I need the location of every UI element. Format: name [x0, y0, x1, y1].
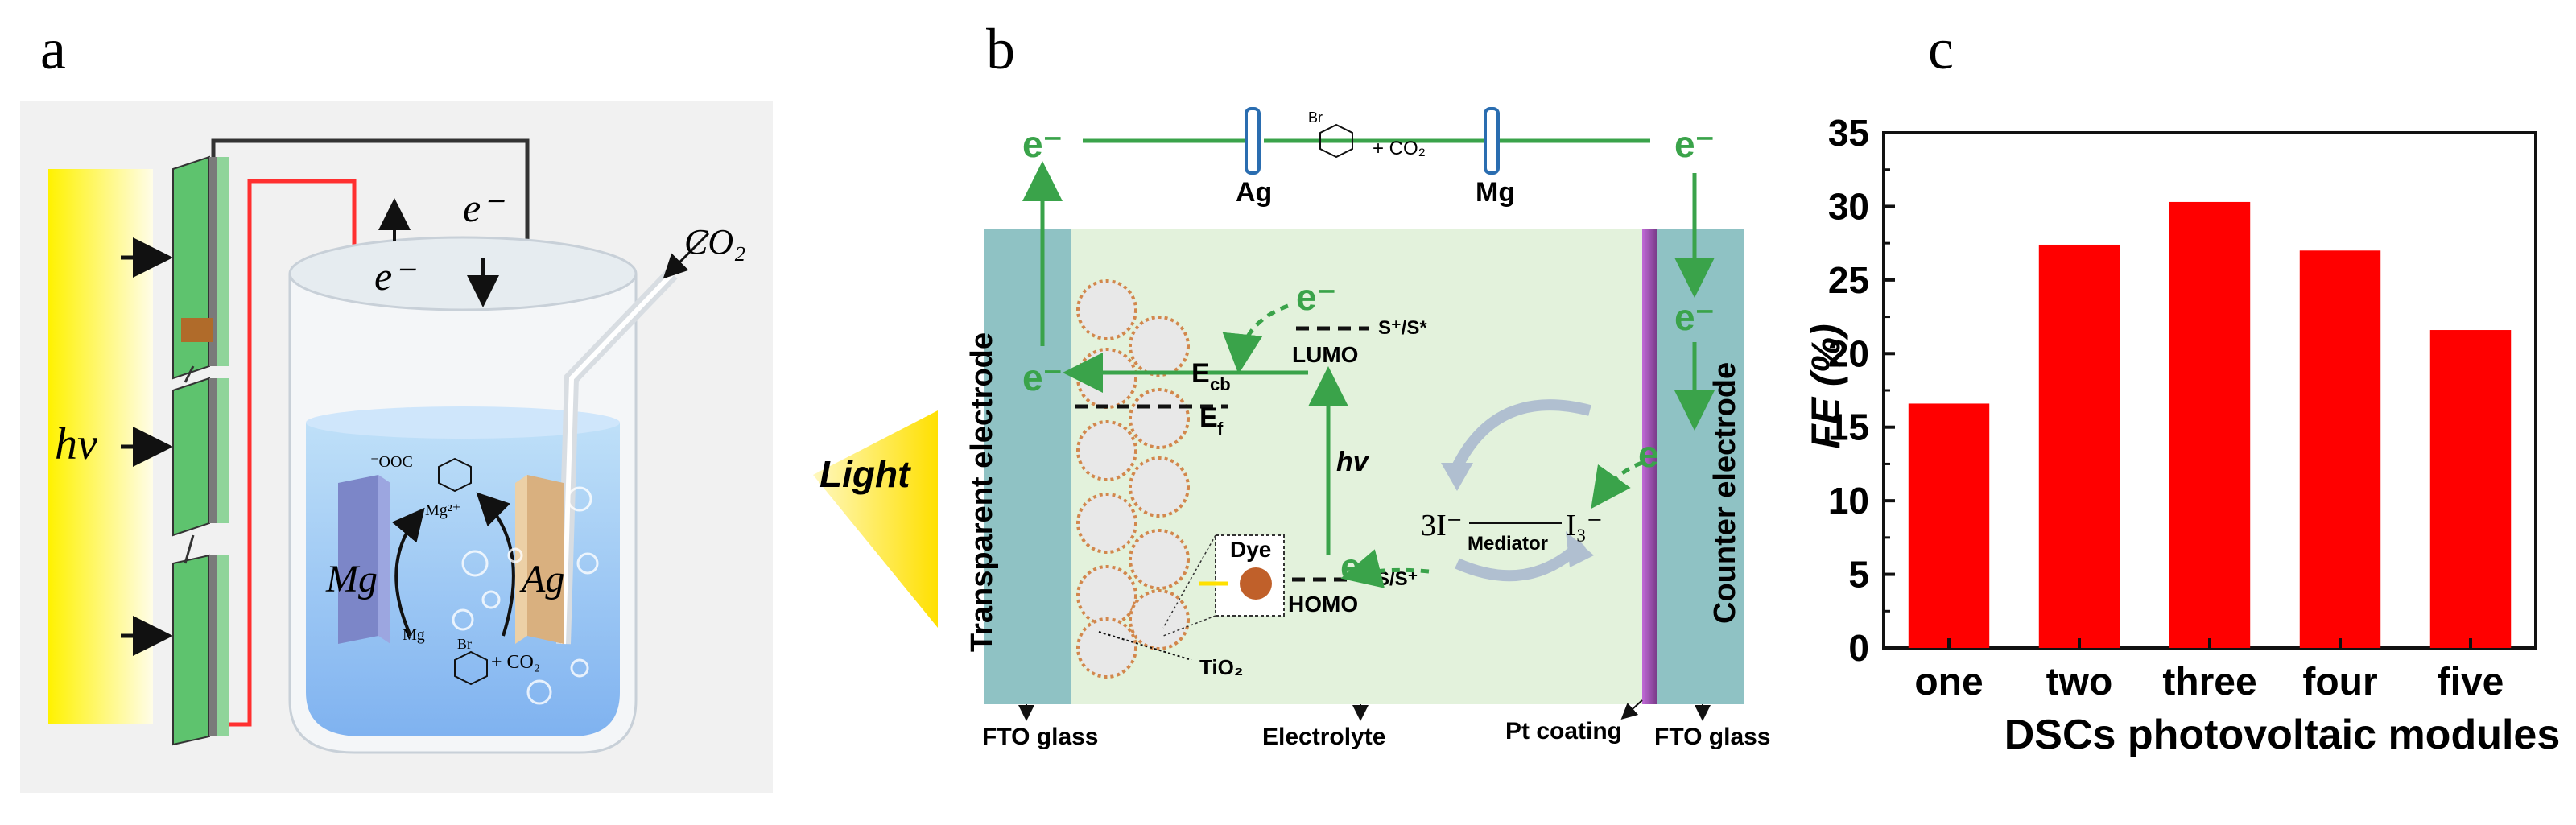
pyridine-carboxylate: ⁻OOC Mg²⁺	[370, 453, 472, 519]
ag-plate	[1245, 107, 1261, 175]
bubbles	[452, 486, 599, 705]
e-label-top-left: e⁻	[1022, 123, 1063, 165]
x-tick-label-one: one	[1914, 661, 1983, 703]
e-label-right-mid: e⁻	[1674, 296, 1715, 338]
panel-b: b Light Transparent electrode Counter el…	[813, 17, 1771, 750]
bar-four	[2299, 250, 2381, 648]
panel-a: a hv	[20, 17, 773, 793]
i-minus-label: 3I⁻	[1421, 509, 1463, 542]
e-lumo: e⁻	[1296, 276, 1336, 318]
hv-label-b: hv	[1336, 447, 1370, 477]
co2-label-a: CO₂	[684, 222, 745, 262]
hv-label-a: hv	[55, 419, 97, 469]
svg-text:Br: Br	[1308, 109, 1323, 126]
y-tick-label: 10	[1828, 480, 1869, 522]
y-tick-label: 15	[1828, 406, 1869, 448]
mediator-label: Mediator	[1468, 533, 1548, 555]
svg-text:Mg²⁺: Mg²⁺	[425, 501, 460, 519]
pt-coating	[1642, 229, 1657, 704]
counter-e-arrow	[1591, 460, 1643, 509]
e-up-label: e⁻	[374, 254, 416, 299]
e-counter: e	[1638, 433, 1659, 475]
ag-electrode: Ag	[515, 475, 564, 644]
ag-label-a: Ag	[519, 558, 564, 600]
bar-three	[2169, 201, 2251, 648]
y-tick-label: 0	[1848, 627, 1869, 669]
bar-five	[2429, 330, 2512, 648]
co2-arrow	[663, 232, 710, 279]
i3-label: I₃⁻	[1566, 509, 1603, 542]
y-tick-label: 25	[1828, 259, 1869, 301]
svg-text:+ CO₂: + CO₂	[491, 652, 540, 673]
dye-molecule	[1240, 567, 1272, 600]
pt-coating-label: Pt coating	[1505, 718, 1622, 745]
bromopyridine-b: Br + CO₂	[1308, 109, 1426, 159]
dye-zoom-lines	[1162, 534, 1216, 637]
bar-two	[2038, 244, 2120, 648]
e-label-left-mid: e⁻	[1022, 357, 1063, 398]
svg-text:Mg: Mg	[402, 626, 425, 644]
svg-text:cb: cb	[1210, 374, 1231, 394]
fto-left-label: FTO glass	[982, 724, 1099, 750]
y-tick-label: 30	[1828, 185, 1869, 227]
x-tick-label-three: three	[2162, 661, 2256, 703]
tio2-particles	[1076, 279, 1190, 679]
mg-electrode: Mg	[325, 475, 390, 644]
homo-label: HOMO	[1288, 592, 1358, 617]
electrolyte-label: Electrolyte	[1262, 724, 1385, 750]
tio2-pointer	[1098, 631, 1192, 661]
y-tick-label: 20	[1828, 332, 1869, 374]
x-axis-label: DSCs photovoltaic modules	[2004, 712, 2561, 758]
mg-cycle-arrow	[391, 507, 425, 637]
y-tick-label: 35	[1828, 112, 1869, 154]
counter-electrode-label: Counter electrode	[1708, 362, 1742, 624]
counter-electrode	[1657, 229, 1744, 704]
x-tick-label-four: four	[2302, 661, 2377, 703]
svg-text:⁻OOC: ⁻OOC	[370, 453, 413, 471]
bar-chart: 0 5 10 15 20 25 30 35 one two three four five	[1828, 112, 2537, 703]
panel-c-label: c	[1928, 17, 1954, 81]
solar-module-2	[172, 377, 229, 537]
panel-a-label: a	[40, 17, 66, 81]
panel-c: c 0 5 10 15 20 25 30 35 one two three four five FE (…	[1803, 17, 2560, 758]
e-label-top-right: e⁻	[1674, 123, 1715, 165]
ag-label-b: Ag	[1236, 177, 1272, 208]
x-tick-label-two: two	[2046, 661, 2113, 703]
mg-label-b: Mg	[1476, 177, 1515, 208]
e-down-label: e⁻	[463, 185, 505, 230]
transparent-electrode	[984, 229, 1071, 704]
transparent-electrode-label: Transparent electrode	[965, 332, 999, 652]
svg-text:f: f	[1217, 419, 1224, 439]
solar-module-3	[172, 554, 229, 746]
panel-b-label: b	[986, 17, 1015, 81]
fto-right-label: FTO glass	[1654, 724, 1771, 750]
lumo-label: LUMO	[1292, 342, 1358, 367]
bar-one	[1908, 403, 1990, 648]
mg-label-a: Mg	[325, 558, 378, 600]
module-connectors	[184, 365, 195, 564]
mg-plate	[1484, 107, 1500, 175]
x-tick-label-five: five	[2438, 661, 2504, 703]
svg-text:+ CO₂: + CO₂	[1373, 138, 1426, 159]
light-label: Light	[819, 453, 911, 495]
svg-text:Br: Br	[457, 636, 472, 652]
ag-cycle-arrow	[476, 492, 515, 637]
lumo-level-label: S⁺/S*	[1378, 317, 1427, 339]
dye-label: Dye	[1230, 537, 1271, 562]
light-cone-b	[813, 410, 938, 628]
ecb-label: E	[1191, 358, 1210, 389]
y-axis-label: FE (%)	[1803, 324, 1848, 449]
ef-label: E	[1199, 402, 1218, 433]
tio2-label: TiO₂	[1199, 655, 1243, 679]
y-tick-label: 5	[1848, 554, 1869, 596]
mediator-cycle-top	[1451, 399, 1591, 470]
bromopyridine: Mg Br + CO₂	[402, 626, 540, 686]
solar-module-1	[172, 155, 229, 380]
